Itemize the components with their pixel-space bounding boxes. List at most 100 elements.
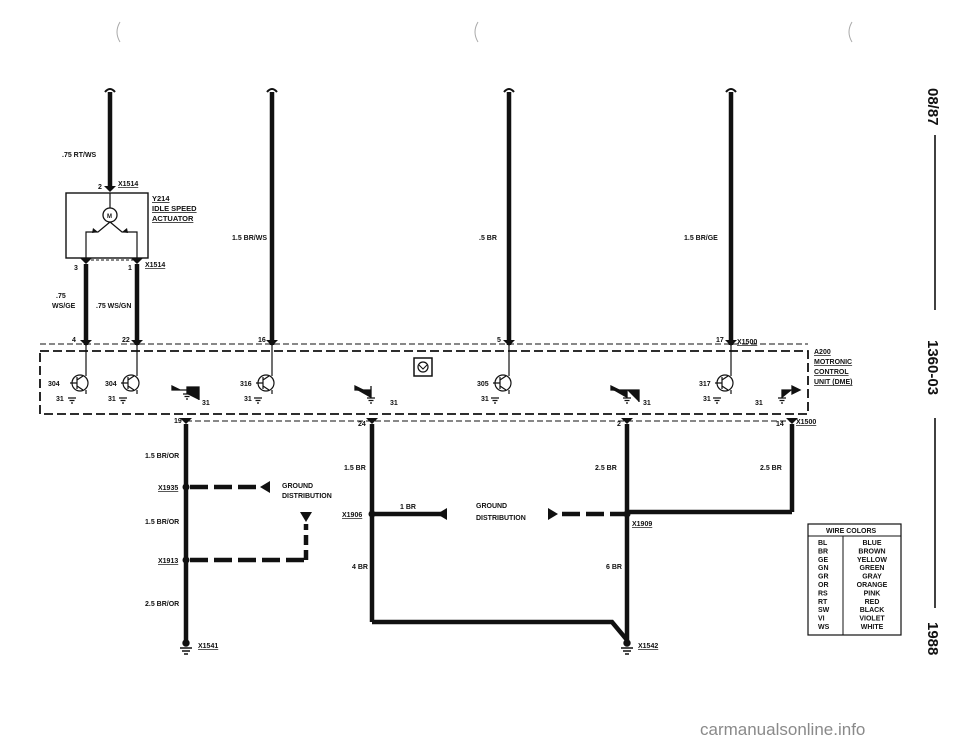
color-code: GE bbox=[818, 557, 828, 564]
color-code: SW bbox=[818, 607, 830, 614]
ground-label: 31 bbox=[643, 400, 651, 407]
wire-label: .5 BR bbox=[479, 235, 497, 242]
pin-number: 3 bbox=[74, 265, 78, 272]
pin-number: 14 bbox=[776, 421, 784, 428]
ground-label: 31 bbox=[481, 396, 489, 403]
ground-label: 31 bbox=[56, 396, 64, 403]
wire-label: 2.5 BR bbox=[595, 465, 617, 472]
idle-speed-actuator: M bbox=[65, 192, 149, 259]
connector-pin-icon bbox=[104, 186, 116, 192]
connector-label: X1500 bbox=[737, 339, 757, 346]
ground-icons bbox=[180, 639, 633, 655]
color-name: BLUE bbox=[862, 540, 881, 547]
side-margin: 08/87 1360-03 1988 bbox=[924, 88, 941, 655]
color-code: GR bbox=[818, 574, 829, 581]
transistor-label: 316 bbox=[240, 381, 252, 388]
color-code: VI bbox=[818, 616, 825, 623]
color-name: BLACK bbox=[860, 607, 885, 614]
pin-number: 22 bbox=[122, 337, 130, 344]
splice-label: X1906 bbox=[342, 512, 362, 519]
color-code: OR bbox=[818, 582, 829, 589]
wire-continuation-marks bbox=[104, 88, 737, 93]
ground-label: 31 bbox=[390, 400, 398, 407]
wire-label: 2.5 BR/OR bbox=[145, 601, 179, 608]
page-code: 1360-03 bbox=[924, 340, 941, 395]
connector-pins bbox=[80, 340, 737, 346]
ground-distribution-label: GROUND bbox=[282, 483, 313, 490]
module-title: CONTROL bbox=[814, 369, 849, 376]
transistor-label: 304 bbox=[105, 381, 117, 388]
splice-label: X1935 bbox=[158, 485, 178, 492]
ground-connector-label: X1541 bbox=[198, 643, 218, 650]
pin-number: 2 bbox=[98, 184, 102, 191]
color-name: GRAY bbox=[862, 574, 882, 581]
model-year: 1988 bbox=[924, 622, 941, 655]
component-title: ACTUATOR bbox=[152, 214, 194, 223]
pin-number: 2 bbox=[617, 421, 621, 428]
transistor-label: 305 bbox=[477, 381, 489, 388]
wire-label: .75 WS/GN bbox=[96, 303, 131, 310]
svg-text:M: M bbox=[107, 214, 112, 220]
ground-distribution-label: GROUND bbox=[476, 503, 507, 510]
ground-distribution-label: DISTRIBUTION bbox=[282, 493, 332, 500]
ground-label: 31 bbox=[108, 396, 116, 403]
wire-label: 1 BR bbox=[400, 504, 416, 511]
splice-dots bbox=[182, 483, 631, 564]
color-name: BROWN bbox=[858, 548, 885, 555]
pin-number: 5 bbox=[497, 337, 501, 344]
module-title: A200 bbox=[814, 349, 831, 356]
component-title: Y214 bbox=[152, 194, 170, 203]
connector-pins bbox=[180, 418, 798, 424]
ground-icons bbox=[68, 384, 802, 404]
color-code: GN bbox=[818, 565, 829, 572]
ground-label: 31 bbox=[703, 396, 711, 403]
wire-label: .75 RT/WS bbox=[62, 152, 97, 159]
pin-number: 17 bbox=[716, 337, 724, 344]
wire-label: 2.5 BR bbox=[760, 465, 782, 472]
ground-distribution-label: DISTRIBUTION bbox=[476, 515, 526, 522]
scan-mark bbox=[474, 21, 479, 43]
splice-label: X1913 bbox=[158, 558, 178, 565]
module-title: MOTRONIC bbox=[814, 359, 852, 366]
color-name: ORANGE bbox=[857, 582, 888, 589]
date-code: 08/87 bbox=[924, 88, 941, 126]
module-outline bbox=[39, 350, 809, 415]
wire-label: WS/GE bbox=[52, 303, 76, 310]
wire-label: 1.5 BR/WS bbox=[232, 235, 267, 242]
wire-label: 1.5 BR/GE bbox=[684, 235, 718, 242]
ground-label: 31 bbox=[244, 396, 252, 403]
scan-mark bbox=[116, 21, 121, 43]
color-code: BL bbox=[818, 540, 828, 547]
arrow-icons bbox=[260, 481, 558, 522]
ground-label: 31 bbox=[755, 400, 763, 407]
module-icon bbox=[413, 357, 433, 377]
top-wires bbox=[83, 92, 734, 345]
ground-distribution-bus bbox=[190, 484, 627, 563]
pin-number: 1 bbox=[128, 265, 132, 272]
pin-number: 16 bbox=[258, 337, 266, 344]
connector-label: X1500 bbox=[796, 419, 816, 426]
color-name: RED bbox=[865, 599, 880, 606]
pin-number: 24 bbox=[358, 421, 366, 428]
module-title: UNIT (DME) bbox=[814, 379, 853, 386]
pin-number: 4 bbox=[72, 337, 76, 344]
color-code: RS bbox=[818, 590, 828, 597]
color-code: RT bbox=[818, 599, 828, 606]
component-title: IDLE SPEED bbox=[152, 204, 197, 213]
connector-label: X1514 bbox=[145, 262, 165, 269]
connector-label: X1514 bbox=[118, 181, 138, 188]
color-name: YELLOW bbox=[857, 557, 887, 564]
scan-mark bbox=[848, 21, 853, 43]
ground-label: 31 bbox=[202, 400, 210, 407]
splice-label: X1909 bbox=[632, 521, 652, 528]
color-code: WS bbox=[818, 624, 830, 631]
color-name: WHITE bbox=[861, 624, 884, 631]
watermark: carmanualsonline.info bbox=[700, 720, 865, 739]
color-name: PINK bbox=[864, 590, 881, 597]
wire-label: 6 BR bbox=[606, 564, 622, 571]
connector-pin-icon bbox=[80, 258, 143, 264]
wire-label: 4 BR bbox=[352, 564, 368, 571]
color-name: GREEN bbox=[860, 565, 885, 572]
